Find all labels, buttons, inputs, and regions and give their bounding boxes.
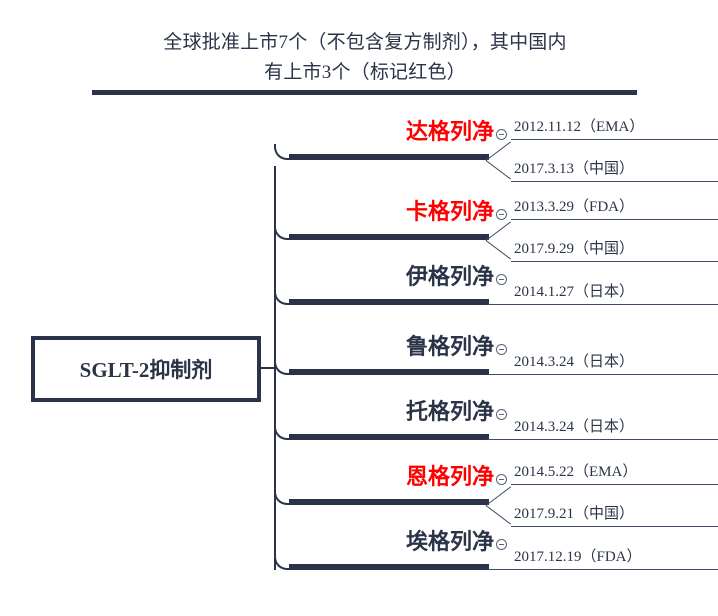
sub-node-fork-connector xyxy=(485,218,516,262)
sub-node-label: 2017.9.21（中国） xyxy=(514,506,635,522)
sub-node-fork-connector xyxy=(485,483,516,527)
sub-node-fork-connector xyxy=(485,138,516,182)
branch-bar xyxy=(289,369,489,375)
branch-elbow-connector xyxy=(274,424,290,440)
page-title-line-1: 全球批准上市7个（不包含复方制剂），其中国内 xyxy=(163,32,567,53)
root-node-sglt2-inhibitor[interactable]: SGLT-2抑制剂 xyxy=(31,336,261,402)
branch-label[interactable]: 埃格列净 xyxy=(405,529,494,554)
page-title: 全球批准上市7个（不包含复方制剂），其中国内 有上市3个（标记红色） xyxy=(92,28,638,88)
sub-node-label: 2013.3.29（FDA） xyxy=(514,199,635,215)
root-connector-stub xyxy=(261,367,276,369)
branch-label[interactable]: 托格列净 xyxy=(405,399,494,424)
title-divider xyxy=(92,90,637,95)
branch-bar xyxy=(289,564,489,570)
branch-bar xyxy=(289,154,489,160)
branch-label[interactable]: 鲁格列净 xyxy=(405,334,494,359)
branch-elbow-connector xyxy=(274,359,290,375)
sub-node-label: 2017.12.19（FDA） xyxy=(514,549,642,565)
branch-bar xyxy=(289,434,489,440)
root-node-label: SGLT-2抑制剂 xyxy=(79,358,213,382)
minus-circle-icon[interactable] xyxy=(496,274,507,285)
branch-label[interactable]: 恩格列净 xyxy=(405,464,494,489)
page-title-line-2: 有上市3个（标记红色） xyxy=(264,62,466,83)
sub-node-label: 2014.3.24（日本） xyxy=(514,354,635,370)
sub-node-line xyxy=(511,526,718,527)
minus-circle-icon[interactable] xyxy=(496,209,507,220)
sub-node-line xyxy=(487,374,718,375)
sub-node-line xyxy=(511,219,718,220)
minus-circle-icon[interactable] xyxy=(496,474,507,485)
minus-circle-icon[interactable] xyxy=(496,344,507,355)
branch-label[interactable]: 伊格列净 xyxy=(405,264,494,289)
sub-node-line xyxy=(511,484,718,485)
sub-node-label: 2017.9.29（中国） xyxy=(514,241,635,257)
branch-bar xyxy=(289,499,489,505)
sub-node-line xyxy=(487,439,718,440)
sub-node-line xyxy=(511,139,718,140)
sub-node-label: 2012.11.12（EMA） xyxy=(514,119,645,135)
sub-node-label: 2017.3.13（中国） xyxy=(514,161,635,177)
minus-circle-icon[interactable] xyxy=(496,409,507,420)
branch-elbow-connector xyxy=(274,489,290,505)
branch-label[interactable]: 卡格列净 xyxy=(405,199,494,224)
minus-circle-icon[interactable] xyxy=(496,129,507,140)
branch-elbow-connector xyxy=(274,224,290,240)
sub-node-label: 2014.3.24（日本） xyxy=(514,419,635,435)
minus-circle-icon[interactable] xyxy=(496,539,507,550)
branch-elbow-connector xyxy=(274,144,290,160)
sub-node-line xyxy=(487,569,718,570)
branch-bar xyxy=(289,299,489,305)
branch-elbow-connector xyxy=(274,554,290,570)
branch-label[interactable]: 达格列净 xyxy=(405,119,494,144)
branch-elbow-connector xyxy=(274,289,290,305)
sub-node-line xyxy=(487,304,718,305)
sub-node-label: 2014.1.27（日本） xyxy=(514,284,635,300)
sub-node-line xyxy=(511,261,718,262)
branch-bar xyxy=(289,234,489,240)
sub-node-label: 2014.5.22（EMA） xyxy=(514,464,638,480)
sub-node-line xyxy=(511,181,718,182)
